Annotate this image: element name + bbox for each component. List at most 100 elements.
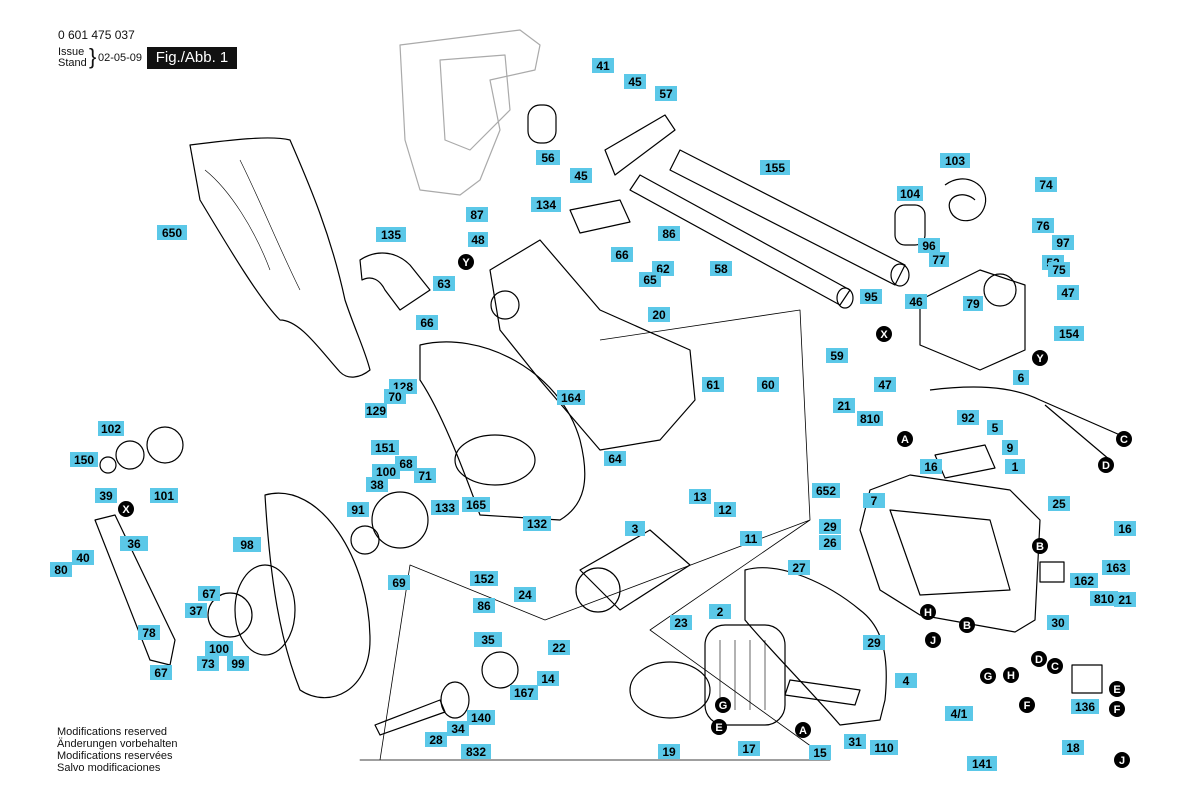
field-coil xyxy=(704,624,786,726)
part-label-bg xyxy=(461,744,491,759)
assembly-boundary xyxy=(359,309,831,761)
flange-outer xyxy=(146,426,184,464)
part-label: 5 xyxy=(987,420,1003,435)
issue-date: 02-05-09 xyxy=(98,52,143,64)
part-label-text: 39 xyxy=(99,489,113,503)
part-label-text: 37 xyxy=(189,604,203,618)
part-label-bg xyxy=(376,227,406,242)
callout-letter: B xyxy=(1036,541,1044,553)
callout-letter: Y xyxy=(462,257,470,269)
part-label-bg xyxy=(510,685,538,700)
part-label: 68 xyxy=(395,456,417,471)
part-label-bg xyxy=(365,403,387,418)
part-label: 652 xyxy=(812,483,840,498)
part-label: 9 xyxy=(1002,440,1018,455)
callout-letter: C xyxy=(1120,434,1128,446)
connection-callout: F xyxy=(1109,701,1125,717)
modifications-note: Modifications reserved Änderungen vorbeh… xyxy=(57,726,177,774)
connection-callout: J xyxy=(1114,752,1130,768)
part-label-text: 79 xyxy=(966,297,980,311)
part-label: 96 xyxy=(918,238,940,253)
part-label-text: 23 xyxy=(674,616,688,630)
rail-bracket xyxy=(604,114,676,176)
part-label-text: 21 xyxy=(1118,593,1132,607)
part-label: 60 xyxy=(757,377,779,392)
connection-callout: C xyxy=(1116,431,1132,447)
part-label-bg xyxy=(963,296,983,311)
part-label: 36 xyxy=(120,536,148,551)
part-label: 23 xyxy=(670,615,692,630)
lower-guard xyxy=(264,492,371,699)
part-label-text: 77 xyxy=(932,253,946,267)
part-label-bg xyxy=(967,756,997,771)
part-label-text: 86 xyxy=(477,599,491,613)
callout-letter: E xyxy=(715,722,722,734)
rating-plate xyxy=(934,444,996,479)
rail-upper-end xyxy=(890,263,910,287)
part-label-bg xyxy=(1062,740,1084,755)
callout-dot xyxy=(458,254,474,270)
part-label-bg xyxy=(371,440,399,455)
part-label-text: 141 xyxy=(972,757,992,771)
part-label-text: 35 xyxy=(481,633,495,647)
callout-dot xyxy=(1019,697,1035,713)
part-label: 80 xyxy=(50,562,72,577)
guard-plate xyxy=(454,434,536,486)
connection-callout: A xyxy=(897,431,913,447)
modifications-line-es: Salvo modificaciones xyxy=(57,762,161,774)
part-label-text: 87 xyxy=(470,208,484,222)
callout-dot xyxy=(118,501,134,517)
part-label-bg xyxy=(905,294,927,309)
part-label-bg xyxy=(809,745,831,760)
part-label: 86 xyxy=(473,598,495,613)
part-label: 650 xyxy=(157,225,187,240)
part-label: 76 xyxy=(1032,218,1054,233)
connector xyxy=(1071,664,1103,694)
part-label-bg xyxy=(940,153,970,168)
part-label: 67 xyxy=(198,586,220,601)
part-label-text: 11 xyxy=(745,532,758,546)
part-label: 150 xyxy=(70,452,98,467)
part-label-bg xyxy=(468,232,488,247)
part-label: 12 xyxy=(714,502,736,517)
part-label-text: 20 xyxy=(652,308,666,322)
part-label-text: 151 xyxy=(375,441,395,455)
part-label: 1 xyxy=(1005,459,1025,474)
part-label: 832 xyxy=(461,744,491,759)
part-label: 165 xyxy=(462,497,490,512)
part-label-bg xyxy=(788,560,810,575)
part-label-bg xyxy=(150,488,178,503)
part-label-bg xyxy=(557,390,585,405)
callout-letter: B xyxy=(963,620,971,632)
part-label: 99 xyxy=(227,656,249,671)
part-label: 136 xyxy=(1071,699,1099,714)
connection-callout: Y xyxy=(458,254,474,270)
part-label: 16 xyxy=(920,459,942,474)
part-label: 101 xyxy=(150,488,178,503)
part-label-bg xyxy=(760,160,790,175)
part-label-text: 27 xyxy=(792,561,806,575)
armature-fan xyxy=(575,567,621,613)
part-label-bg xyxy=(523,516,551,531)
part-label-bg xyxy=(833,398,855,413)
part-label: 21 xyxy=(833,398,855,413)
callout-dot xyxy=(1109,701,1125,717)
connection-callout: D xyxy=(1031,651,1047,667)
callout-letter: F xyxy=(1024,700,1031,712)
part-label-bg xyxy=(1035,177,1057,192)
part-label-bg xyxy=(826,348,848,363)
part-label-bg xyxy=(863,493,885,508)
part-label: 29 xyxy=(863,635,885,650)
part-label-text: 91 xyxy=(351,503,365,517)
part-label-text: 101 xyxy=(154,489,174,503)
part-label-bg xyxy=(1114,521,1136,536)
part-label-bg xyxy=(709,604,731,619)
part-label: 65 xyxy=(639,272,661,287)
part-label: 56 xyxy=(536,150,560,165)
part-label: 48 xyxy=(468,232,488,247)
part-label: 74 xyxy=(1035,177,1057,192)
part-label-bg xyxy=(897,186,923,201)
part-label: 98 xyxy=(233,537,261,552)
part-label: 14 xyxy=(537,671,559,686)
part-label-text: 71 xyxy=(418,469,432,483)
